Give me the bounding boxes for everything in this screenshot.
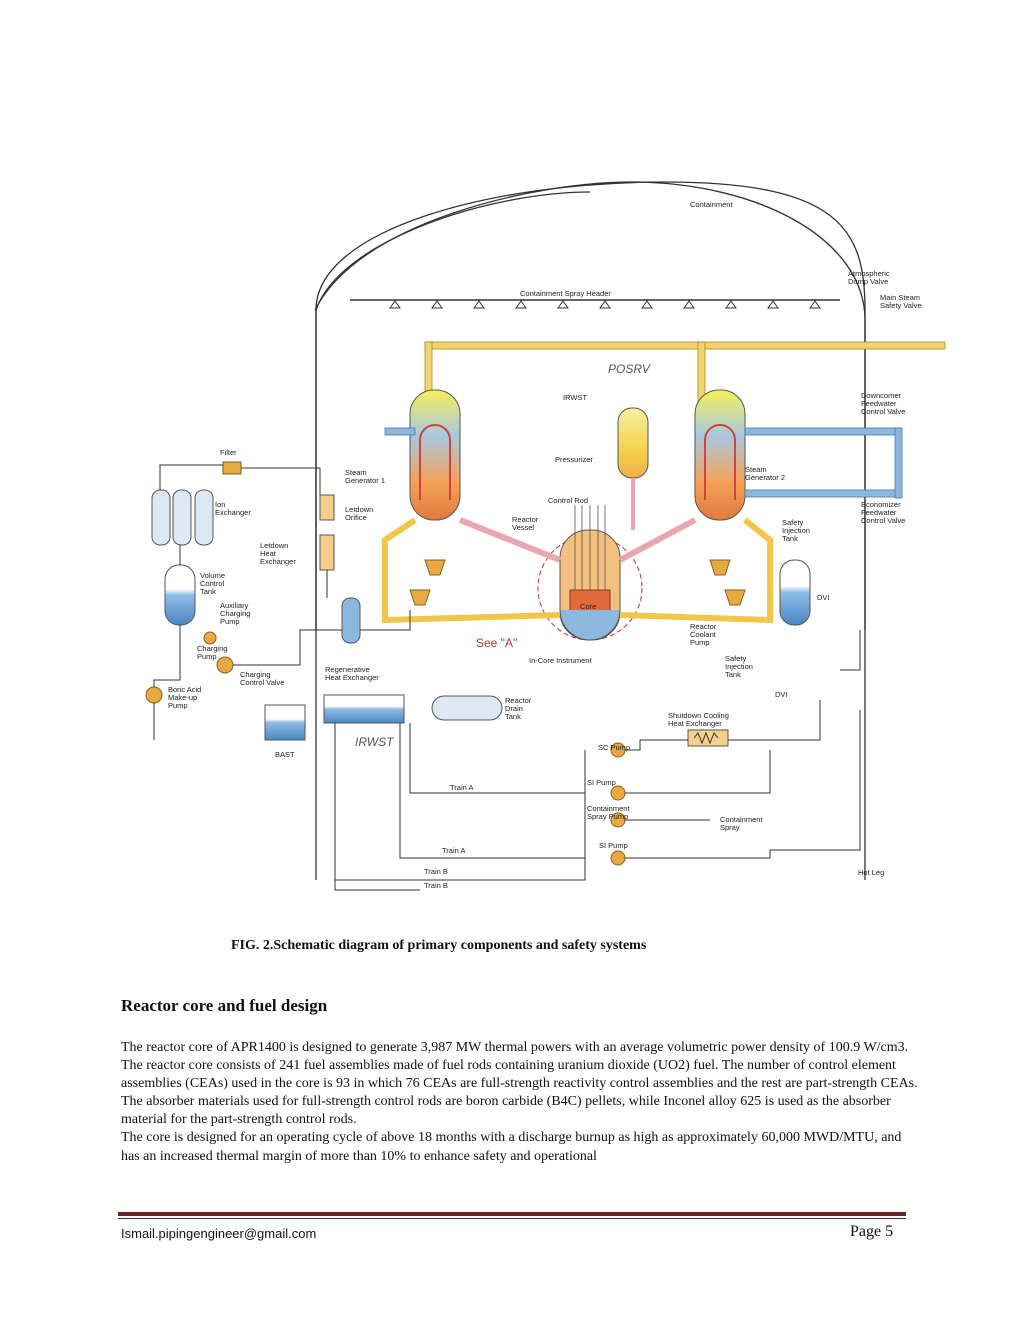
label-hot-leg: Hot Leg [858,868,884,877]
page-number: Page 5 [850,1223,894,1240]
safety-injection-tank [779,559,811,626]
label-si-pump1: SI Pump [587,778,616,787]
label-train-b2: Train B [424,881,448,890]
paragraph-2: The core is designed for an operating cy… [121,1130,902,1164]
label-train-b1: Train B [424,867,448,876]
label-dvi2: DVI [775,690,788,699]
label-filter: Filter [220,448,237,457]
figure-caption: FIG. 2.Schematic diagram of primary comp… [231,938,647,953]
body-text: The reactor core of APR1400 is designed … [121,1039,921,1166]
label-dvi1: DVI [817,593,830,602]
pressurizer [617,407,649,530]
containment-building [314,181,866,880]
safety-injection-piping [334,630,861,891]
label-sc-pump: SC Pump [598,743,630,752]
label-pressurizer: Pressurizer [555,455,593,464]
label-posrv: POSRV [608,362,651,376]
steam-generator-1 [409,389,461,521]
label-train-a2: Train A [442,846,465,855]
label-bast: BAST [275,750,295,759]
chemical-volume-control-system [145,461,411,741]
footer-email: Ismail.pipingengineer@gmail.com [121,1226,317,1241]
label-incore: In-Core Instrument [529,656,592,665]
label-train-a1: Train A [450,783,473,792]
footer-rule-thick [118,1212,906,1216]
label-si-pump2: SI Pump [599,841,628,850]
feedwater-lines [384,427,903,499]
coolant-loops [382,517,773,624]
section-heading: Reactor core and fuel design [121,996,328,1015]
paragraph-1: The reactor core of APR1400 is designed … [121,1040,918,1128]
steam-generator-2 [694,389,746,521]
reactor-vessel [537,505,643,641]
shutdown-cooling-hx [687,729,729,747]
label-control-rod: Control Rod [548,496,588,505]
reactor-drain-tank [431,695,503,721]
label-containment: Containment [690,200,733,209]
irwst-tank [323,694,405,724]
footer-rule-thin [118,1218,906,1219]
label-core: Core [580,602,596,611]
label-spray-header: Containment Spray Header [520,289,611,298]
label-irwst-top: IRWST [563,393,587,402]
safety-pumps [610,742,626,866]
label-irwst: IRWST [355,735,395,749]
label-see-a: See "A" [476,636,517,650]
containment-spray-header [350,299,840,309]
reactor-coolant-pumps [409,559,746,606]
